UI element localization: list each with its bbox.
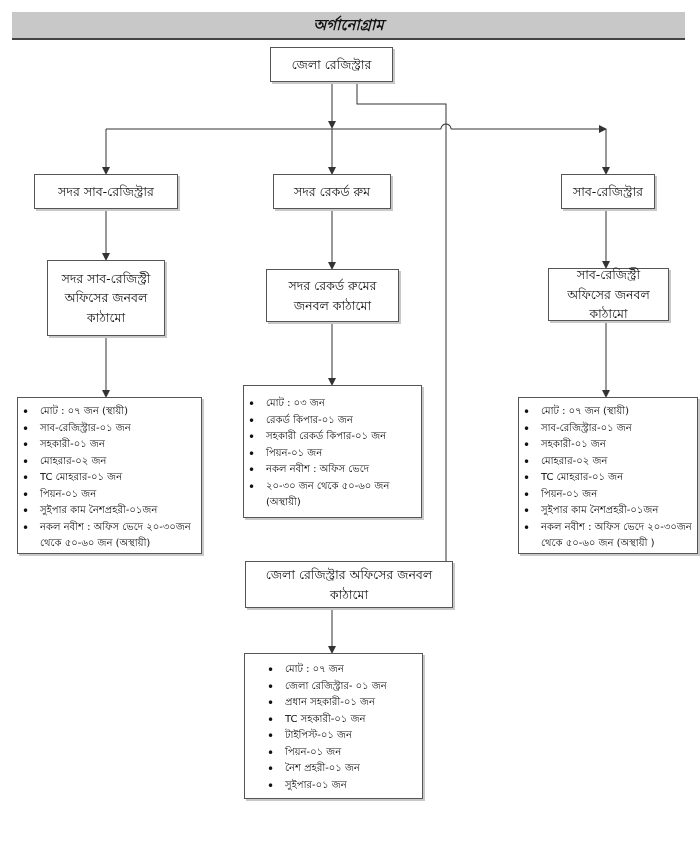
- list-item: মোট : ০৭ জন (স্থায়ী): [519, 404, 697, 421]
- list-item: পিয়ন-০১ জন: [263, 745, 422, 762]
- list-item: প্রধান সহকারী-০১ জন: [263, 695, 422, 712]
- list-item: পিয়ন-০১ জন: [18, 487, 201, 504]
- list-item: নকল নবীশ : অফিস ভেদে ২০-৩০জন থেকে ৫০-৬০ …: [18, 520, 201, 553]
- list-item: মোহরার-০২ জন: [18, 454, 201, 471]
- list-item: মোট : ০৩ জন: [244, 396, 421, 413]
- list-item: মোহরার-০২ জন: [519, 454, 697, 471]
- list-item: পিয়ন-০১ জন: [519, 487, 697, 504]
- root-node-label: জেলা রেজিস্ট্রার: [291, 56, 372, 72]
- left-staff-list: মোট : ০৭ জন (স্থায়ী) সাব-রেজিস্ট্রার-০১…: [17, 397, 202, 554]
- list-item: সাব-রেজিস্ট্রার-০১ জন: [18, 421, 201, 438]
- list-item: সহকারী রেকর্ড কিপার-০১ জন: [244, 429, 421, 446]
- district-staff-list: মোট : ০৭ জন জেলা রেজিস্ট্রার- ০১ জন প্রধ…: [244, 653, 423, 799]
- list-item: নৈশ প্রহরী-০১ জন: [263, 761, 422, 778]
- list-item: সুইপার কাম নৈশপ্রহরী-০১জন: [519, 503, 697, 520]
- page-title: অর্গানোগ্রাম: [12, 12, 685, 40]
- list-item: TC সহকারী-০১ জন: [263, 712, 422, 729]
- node-label: জেলা রেজিস্ট্রার অফিসের জনবল কাঠামো: [265, 567, 433, 602]
- list-item: TC মোহরার-০১ জন: [519, 470, 697, 487]
- right-staff-list: মোট : ০৭ জন (স্থায়ী) সাব-রেজিস্ট্রার-০১…: [518, 397, 698, 554]
- node-label: সাব-রেজিস্ট্রী অফিসের জনবল কাঠামো: [567, 267, 650, 322]
- list-item: টাইপিস্ট-০১ জন: [263, 728, 422, 745]
- list-item: সুইপার কাম নৈশপ্রহরী-০১জন: [18, 503, 201, 520]
- list-item: সাব-রেজিস্ট্রার-০১ জন: [519, 421, 697, 438]
- node-label: সাব-রেজিস্ট্রার: [572, 183, 644, 199]
- node-sub-registry-structure: সাব-রেজিস্ট্রী অফিসের জনবল কাঠামো: [548, 267, 669, 322]
- list-item: সহকারী-০১ জন: [519, 437, 697, 454]
- middle-staff-list: মোট : ০৩ জন রেকর্ড কিপার-০১ জন সহকারী রে…: [243, 385, 422, 518]
- list-item: পিয়ন-০১ জন: [244, 446, 421, 463]
- list-item: TC মোহরার-০১ জন: [18, 470, 201, 487]
- node-record-room-structure: সদর রেকর্ড রুমের জনবল কাঠামো: [266, 269, 399, 322]
- list-item: সহকারী-০১ জন: [18, 437, 201, 454]
- list-item: নকল নবীশ : অফিস ভেদে ২০-৩০জন থেকে ৫০-৬০ …: [519, 520, 697, 553]
- node-sadar-sub-registry-structure: সদর সাব-রেজিস্ট্রী অফিসের জনবল কাঠামো: [47, 260, 165, 336]
- root-node-district-registrar: জেলা রেজিস্ট্রার: [270, 47, 393, 82]
- node-sadar-record-room: সদর রেকর্ড রুম: [273, 174, 391, 209]
- list-item: সুইপার-০১ জন: [263, 778, 422, 795]
- list-item: রেকর্ড কিপার-০১ জন: [244, 413, 421, 430]
- node-sub-registrar: সাব-রেজিস্ট্রার: [561, 174, 655, 209]
- list-item: ২০-৩০ জন থেকে ৫০-৬০ জন (অস্থায়ী): [244, 479, 421, 512]
- node-label: সদর সাব-রেজিস্ট্রার: [58, 183, 154, 199]
- list-item: নকল নবীশ : অফিস ভেদে: [244, 462, 421, 479]
- node-label: সদর সাব-রেজিস্ট্রী অফিসের জনবল কাঠামো: [61, 270, 151, 325]
- node-label: সদর রেকর্ড রুম: [293, 183, 371, 199]
- node-district-registrar-office-structure: জেলা রেজিস্ট্রার অফিসের জনবল কাঠামো: [245, 561, 453, 608]
- list-item: মোট : ০৭ জন (স্থায়ী): [18, 404, 201, 421]
- list-item: মোট : ০৭ জন: [263, 662, 422, 679]
- node-label: সদর রেকর্ড রুমের জনবল কাঠামো: [288, 278, 377, 313]
- list-item: জেলা রেজিস্ট্রার- ০১ জন: [263, 679, 422, 696]
- node-sadar-sub-registrar: সদর সাব-রেজিস্ট্রার: [34, 174, 178, 209]
